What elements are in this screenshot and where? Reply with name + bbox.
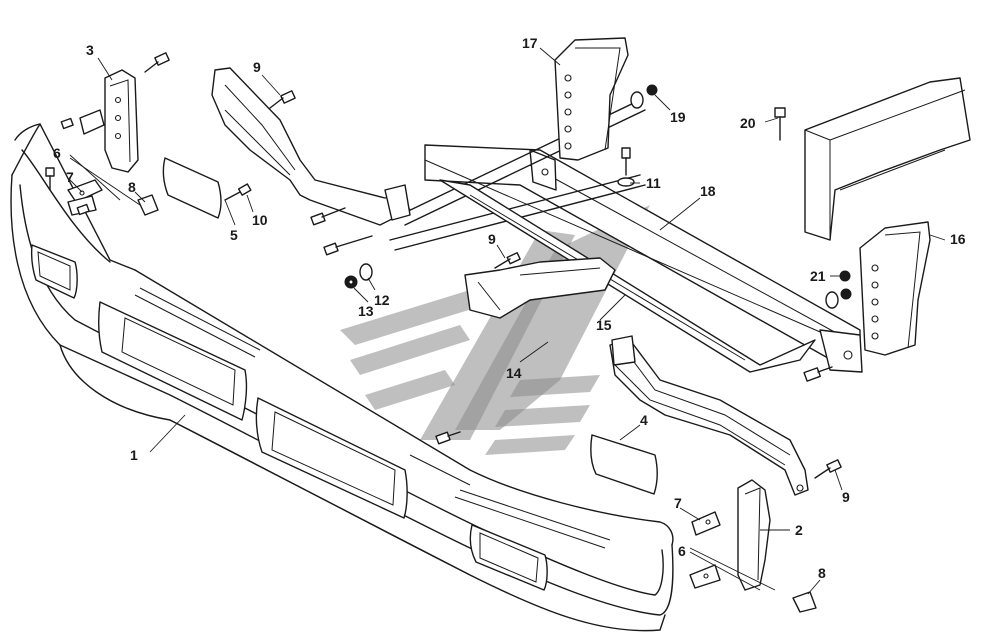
callout-7-left: 7 [66,169,74,185]
bolt [60,117,74,130]
bolt [310,207,346,226]
callout-6-right: 6 [678,543,686,559]
callout-16: 16 [950,231,966,247]
bolt [494,252,521,269]
callout-8-right: 8 [818,565,826,581]
callout-7-right: 7 [674,495,682,511]
callout-18: 18 [700,183,716,199]
bolt [45,167,55,191]
callout-9-top: 9 [253,59,261,75]
right-lamp-cover [590,434,658,495]
callout-13: 13 [358,303,374,319]
bolt [76,203,90,216]
callout-21: 21 [810,268,826,284]
center-bracket [464,257,616,319]
callout-1: 1 [130,447,138,463]
bumper-body [10,123,674,632]
callout-4: 4 [640,412,648,428]
leader-lines [69,47,946,595]
right-support-arm [609,335,809,496]
callout-2: 2 [795,522,803,538]
bolt [269,90,296,109]
bolt [814,459,842,479]
bolt [803,366,833,382]
callout-9-right: 9 [842,489,850,505]
callout-6-left: 6 [53,145,61,161]
frame-side-bracket [859,221,931,356]
callout-19: 19 [670,109,686,125]
callout-10: 10 [252,212,268,228]
bolt [621,147,631,176]
callout-9-center: 9 [488,231,496,247]
nuts-washers [344,84,852,309]
frame-rail [804,77,971,241]
callout-14: 14 [506,365,522,381]
callouts: 1 2 3 4 5 6 6 7 7 8 8 9 9 9 10 11 12 13 … [53,35,966,581]
bolt [435,431,461,445]
bolt [323,235,373,256]
left-support-arm [211,67,411,226]
right-lower-bracket [737,479,771,591]
left-lamp-cover [162,157,222,219]
bolt [224,183,252,201]
bolts [45,52,842,479]
upper-mount-bracket [554,37,629,161]
bolt [774,107,786,141]
callout-15: 15 [596,317,612,333]
callout-11: 11 [646,175,661,191]
left-upper-bracket [79,69,139,173]
callout-17: 17 [522,35,538,51]
bolt [144,52,170,73]
callout-5: 5 [230,227,238,243]
callout-3: 3 [86,42,94,58]
callout-12: 12 [374,292,390,308]
callout-20: 20 [740,115,756,131]
right-clips [689,511,817,613]
callout-8-left: 8 [128,179,136,195]
